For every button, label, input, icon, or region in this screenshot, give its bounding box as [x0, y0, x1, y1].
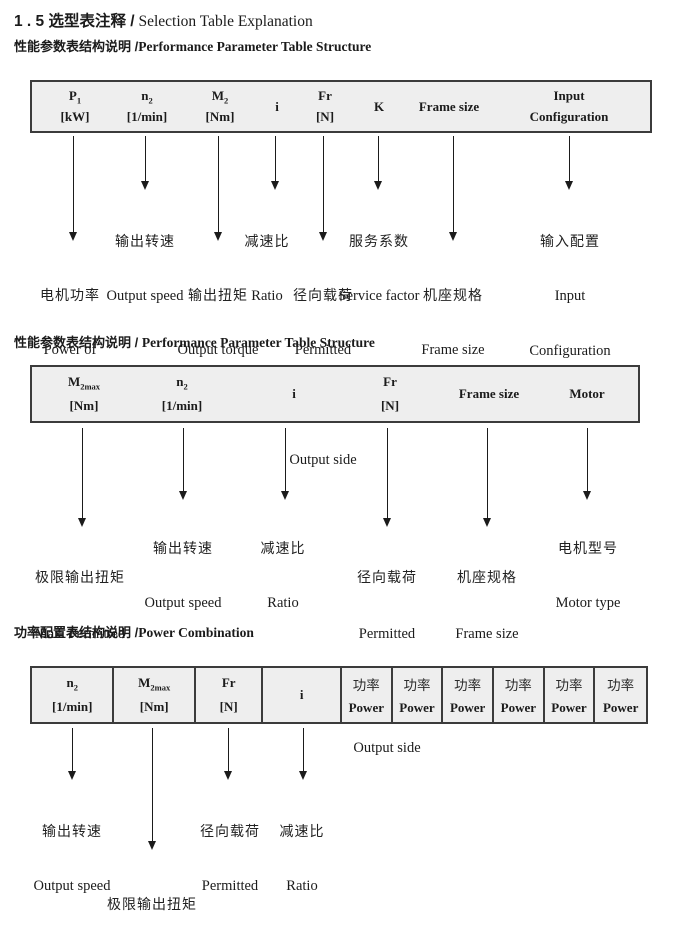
callout-output-torque: 输出扭矩 Output torque: [177, 287, 259, 358]
section-2-heading-en: Performance Parameter Table Structure: [141, 335, 375, 350]
down-arrow: [299, 728, 307, 780]
down-arrow: [483, 428, 491, 527]
table2-col-frame-size: Frame size: [458, 386, 520, 401]
callout-service-factor: 服务系数 Service factor: [338, 233, 420, 304]
section-1-heading: 性能参数表结构说明 /Performance Parameter Table S…: [14, 36, 371, 55]
performance-table-1: P1[kW] n2[1/min] M2[Nm] i Fr[N] K Frame …: [30, 80, 652, 133]
callout-input-configuration: 输入配置 Input Configuration: [529, 233, 611, 359]
section-1-heading-en: Performance Parameter Table Structure: [138, 39, 372, 54]
table1-col-p1: P1[kW]: [60, 87, 90, 125]
down-arrow: [319, 136, 327, 241]
down-arrow: [224, 728, 232, 780]
table1-col-k: K: [373, 98, 385, 114]
callout-output-speed: 输出转速 Output speed: [144, 540, 222, 611]
table1-col-frame-size: Frame size: [418, 98, 480, 114]
callout-overhung-load: 径向载荷 Permitted Overhung load Output side: [344, 569, 431, 756]
callout-overhung-load: 径向载荷 Permitted Overhung load Output side: [199, 823, 260, 894]
page-title: 1 . 5 选型表注释 / Selection Table Explanatio…: [14, 9, 313, 31]
performance-table-2: M2max[Nm] n2[1/min] i Fr[N] Frame size M…: [30, 365, 640, 423]
table3-col-fr: Fr[N]: [196, 668, 264, 722]
section-3-heading-zh: 功率配置表结构说明 /: [14, 625, 139, 640]
callout-max-output-torque: 极限输出扭矩 Max. Permitted Output torque: [107, 896, 197, 912]
callout-frame-size: 机座规格 Frame size: [421, 287, 485, 358]
table1-col-i: i: [275, 98, 279, 114]
section-1-heading-zh: 性能参数表结构说明 /: [14, 39, 139, 54]
table1-col-m2: M2[Nm]: [205, 87, 235, 125]
section-3-heading: 功率配置表结构说明 /Power Combination: [14, 622, 254, 641]
down-arrow: [68, 728, 76, 780]
down-arrow: [78, 428, 86, 527]
callout-ratio: 减速比 Ratio: [244, 233, 290, 304]
page-title-en: Selection Table Explanation: [134, 13, 313, 30]
table3-col-i: i: [263, 668, 342, 722]
callout-frame-size: 机座规格 Frame size: [455, 569, 519, 642]
callout-power-of-motor: 电机功率 Power of motor: [40, 287, 100, 413]
down-arrow: [214, 136, 222, 241]
down-arrow: [69, 136, 77, 241]
table2-col-motor: Motor: [569, 386, 605, 401]
table3-col-m2max: M2max[Nm]: [114, 668, 196, 722]
table2-col-fr: Fr[N]: [380, 374, 400, 413]
table3-col-n2: n2[1/min]: [32, 668, 115, 722]
section-2-heading: 性能参数表结构说明 / Performance Parameter Table …: [14, 332, 375, 351]
callout-motor-type: 电机型号 Motor type: [555, 540, 621, 611]
down-arrow: [281, 428, 289, 500]
callout-output-speed: 输出转速 Output speed: [106, 233, 184, 304]
table1-col-fr: Fr[N]: [315, 87, 335, 125]
down-arrow: [141, 136, 149, 190]
callout-ratio: 减速比 Ratio: [279, 823, 325, 894]
section-3-heading-en: Power Combination: [138, 625, 254, 640]
down-arrow: [449, 136, 457, 241]
down-arrow: [374, 136, 382, 190]
down-arrow: [383, 428, 391, 527]
down-arrow: [565, 136, 573, 190]
page-title-zh: 1 . 5 选型表注释 /: [14, 13, 135, 30]
table2-col-n2: n2[1/min]: [161, 374, 203, 413]
callout-ratio: 减速比 Ratio: [260, 540, 306, 611]
down-arrow: [271, 136, 279, 190]
down-arrow: [179, 428, 187, 500]
table1-col-n2: n2[1/min]: [126, 87, 168, 125]
table2-col-i: i: [292, 386, 296, 401]
down-arrow: [583, 428, 591, 500]
section-2-heading-zh: 性能参数表结构说明 /: [14, 335, 142, 350]
callout-output-speed: 输出转速 Output speed: [33, 823, 111, 894]
down-arrow: [148, 728, 156, 850]
table2-col-m2max: M2max[Nm]: [67, 374, 101, 413]
